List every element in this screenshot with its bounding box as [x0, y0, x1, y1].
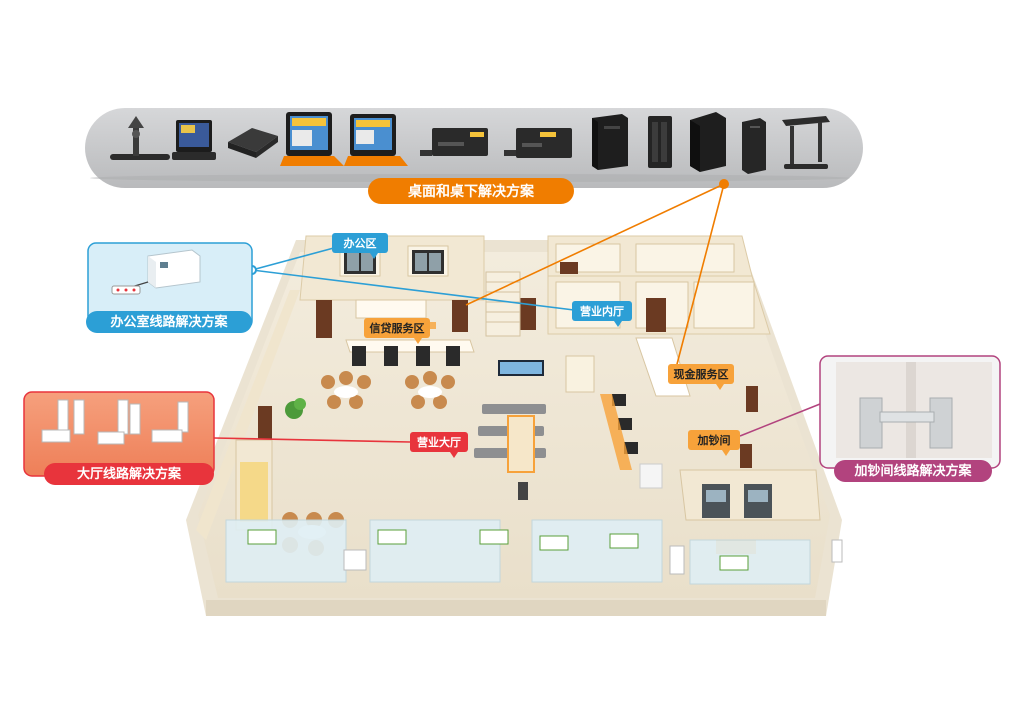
zone-cash-service-label: 现金服务区 [674, 367, 729, 381]
hall-connector [213, 437, 411, 443]
server-tower-icon [592, 114, 628, 170]
zone-cash-room-label: 加钞间 [697, 433, 731, 447]
office-solution-label: 办公室线路解决方案 [110, 314, 228, 330]
cash-connector [739, 403, 821, 437]
dvr-box-icon [420, 128, 488, 156]
hall-solution-label: 大厅线路解决方案 [77, 466, 182, 482]
dvr-box-small-icon [504, 128, 572, 158]
zone-cash-room: 加钞间 [688, 430, 740, 456]
zone-office-label: 办公区 [344, 236, 377, 250]
pos-terminal-icon [172, 120, 216, 160]
server-rack-icon [648, 116, 672, 168]
floor-plan [186, 235, 843, 616]
counter-kiosk-icon [344, 114, 408, 166]
wall-trunk-icon [859, 397, 953, 449]
zone-inner-office-label: 营业内厅 [580, 304, 624, 318]
desktop-solution-label: 桌面和桌下解决方案 [408, 183, 535, 200]
office-solution-panel: 办公室线路解决方案 [86, 242, 253, 333]
zone-hall-label: 营业大厅 [417, 435, 461, 449]
zone-credit-label: 信贷服务区 [370, 321, 425, 335]
mini-pc-icon [742, 118, 766, 174]
desktop-connector-1 [465, 183, 725, 306]
power-distributor-icon [111, 249, 201, 295]
zone-office: 办公区 [332, 233, 388, 259]
zone-hall: 营业大厅 [410, 432, 468, 458]
card-reader-icon [228, 128, 278, 158]
hall-solution-panel: 大厅线路解决方案 [23, 391, 215, 485]
zone-inner-office: 营业内厅 [572, 301, 632, 327]
stand-icon [782, 116, 830, 169]
cash-solution-panel: 加钞间线路解决方案 [819, 355, 1001, 482]
cash-solution-label: 加钞间线路解决方案 [853, 463, 972, 479]
monitor-stand-icon [110, 116, 170, 160]
floor-outlet-icon [41, 399, 189, 445]
desktop-connector-2 [675, 183, 725, 369]
desktop-solution-tag: 桌面和桌下解决方案 [368, 178, 574, 204]
office-connector [251, 269, 583, 312]
zone-credit: 信贷服务区 [364, 318, 430, 344]
queue-kiosk-icon [280, 112, 344, 166]
zone-cash-service: 现金服务区 [668, 364, 734, 390]
pc-tower-icon [690, 112, 726, 172]
